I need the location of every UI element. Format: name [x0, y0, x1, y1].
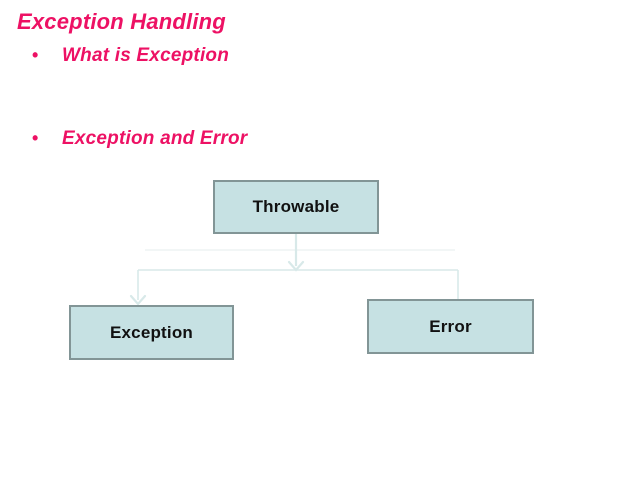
- node-label: Exception: [109, 322, 194, 342]
- bullet-label: What is Exception: [62, 45, 230, 66]
- bullet-label: Exception and Error: [62, 128, 248, 149]
- bullet-item-exception-and-error: • Exception and Error: [28, 128, 247, 150]
- bullet-item-what-is-exception: • What is Exception: [28, 45, 229, 67]
- slide-title: Exception Handling: [17, 9, 226, 34]
- node-throwable: Throwable: [213, 180, 379, 234]
- arrow-down-icon: [129, 294, 147, 306]
- node-label: Throwable: [252, 197, 340, 216]
- node-error: Error: [367, 299, 534, 354]
- node-label: Error: [429, 316, 472, 336]
- node-exception: Exception: [69, 305, 234, 360]
- bullet-icon: •: [32, 128, 39, 148]
- bullet-icon: •: [32, 45, 39, 65]
